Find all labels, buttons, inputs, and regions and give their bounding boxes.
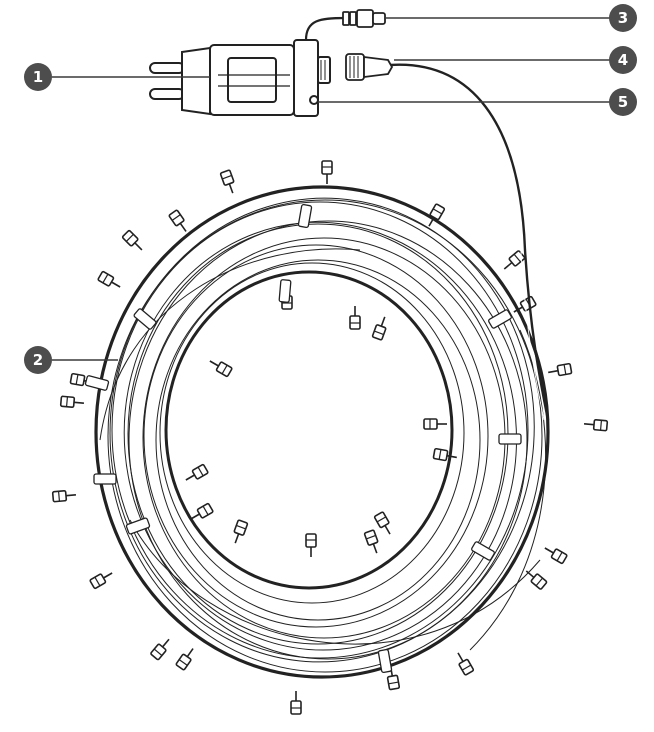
bulb bbox=[305, 533, 317, 558]
bulb bbox=[349, 305, 361, 330]
callout-4-label: 4 bbox=[618, 51, 628, 69]
bulb bbox=[88, 567, 116, 590]
cable-coil bbox=[94, 185, 550, 679]
bulb bbox=[371, 314, 391, 341]
bulb bbox=[432, 447, 459, 464]
bulb bbox=[522, 566, 548, 591]
callout-2: 2 bbox=[24, 346, 52, 374]
bulb bbox=[373, 510, 396, 538]
callout-4: 4 bbox=[609, 46, 637, 74]
bulb bbox=[174, 644, 198, 672]
female-connector bbox=[345, 53, 394, 81]
cable-clips bbox=[84, 203, 522, 674]
power-plug bbox=[149, 39, 331, 117]
bulb bbox=[167, 208, 191, 236]
bulb bbox=[452, 649, 475, 677]
bulb bbox=[546, 362, 573, 379]
leader-lines bbox=[52, 17, 610, 361]
bulb bbox=[541, 542, 569, 565]
bulb bbox=[121, 229, 147, 255]
bulb bbox=[219, 169, 239, 196]
bulb bbox=[59, 395, 86, 410]
bulb bbox=[149, 635, 174, 661]
bulb bbox=[206, 355, 234, 378]
callout-1-label: 1 bbox=[33, 68, 43, 86]
bulb bbox=[423, 418, 448, 430]
male-connector bbox=[342, 9, 386, 28]
bulb bbox=[321, 160, 333, 185]
callout-3: 3 bbox=[609, 4, 637, 32]
bulb bbox=[582, 417, 609, 432]
bulb bbox=[229, 519, 249, 546]
callout-5: 5 bbox=[609, 88, 637, 116]
bulb bbox=[290, 690, 302, 715]
bulb bbox=[363, 529, 383, 556]
callout-1: 1 bbox=[24, 63, 52, 91]
callout-2-label: 2 bbox=[33, 351, 43, 369]
bulb bbox=[96, 270, 124, 293]
lead-cable bbox=[389, 63, 550, 421]
bulb bbox=[182, 463, 210, 486]
callout-3-label: 3 bbox=[618, 9, 628, 27]
connector-cable bbox=[304, 16, 346, 41]
callout-5-label: 5 bbox=[618, 93, 628, 111]
bulb bbox=[51, 488, 78, 503]
